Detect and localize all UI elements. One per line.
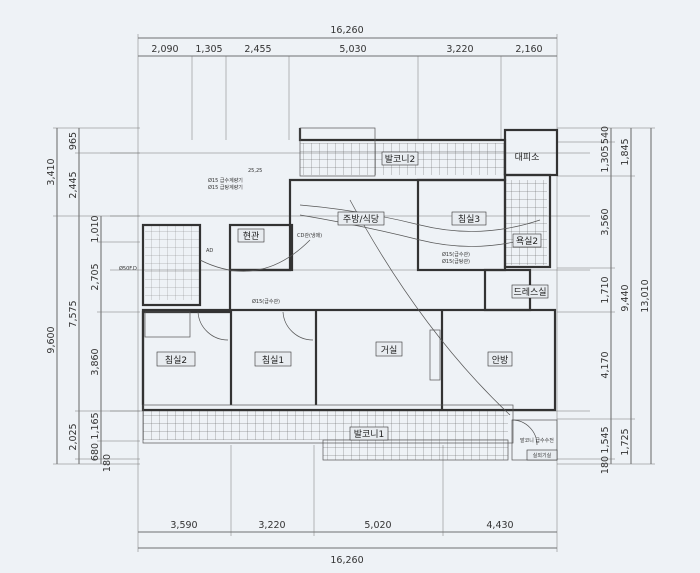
- room-dressroom: 드레스실: [513, 287, 546, 298]
- note: Ø15 급탕계량기: [208, 184, 243, 191]
- dim-left: 180: [102, 454, 113, 472]
- dim-left: 1,165: [90, 412, 101, 439]
- bath1-tiles: [145, 225, 200, 300]
- dim-right: 180: [600, 456, 611, 474]
- dim-top: 2,160: [515, 44, 542, 55]
- dim-right: 540: [600, 126, 611, 144]
- note: 발코니 급수수전: [520, 437, 554, 444]
- room-living: 거실: [381, 345, 398, 356]
- note: Ø15(급탕관): [442, 258, 470, 265]
- dim-bottom: 4,430: [486, 520, 513, 531]
- left-dimensions: 3,410 9,600 965 2,445 7,575 2,025 680 1,…: [46, 127, 140, 472]
- room-bedroom1: 침실1: [262, 355, 284, 366]
- dim-right: 1,545: [600, 426, 611, 453]
- dim-left: 3,410: [46, 158, 57, 185]
- dim-right: 1,710: [600, 276, 611, 303]
- note: Ø15 급수계량기: [208, 177, 243, 184]
- dim-top: 2,090: [151, 44, 178, 55]
- top-dimensions: 16,260 2,090 1,305 2,455 5,030 3,220 2,1…: [137, 25, 558, 500]
- dim-top-total: 16,260: [330, 25, 363, 36]
- dim-right: 3,560: [600, 208, 611, 235]
- note: Ø15(급수관): [442, 251, 470, 258]
- dim-right: 4,170: [600, 351, 611, 378]
- room-labels: 침실2 침실1 거실 안방 발코니1 발코니2 현관 주방/식당 침실3 욕실2…: [156, 151, 558, 461]
- dim-left: 2,445: [68, 171, 79, 198]
- dim-left: 680: [90, 443, 101, 461]
- room-bedroom3: 침실3: [458, 214, 480, 225]
- dim-bottom: 5,020: [364, 520, 391, 531]
- note: AD: [206, 248, 213, 254]
- annotations: 25,25 Ø15 급수계량기 Ø15 급탕계량기 CD관(냉매) Ø15(급수…: [119, 168, 554, 444]
- dim-top: 1,305: [195, 44, 222, 55]
- right-dimensions: 540 1,305 3,560 1,710 4,170 1,545 180 1,…: [557, 126, 655, 474]
- dim-top: 5,030: [339, 44, 366, 55]
- dim-left: 2,705: [90, 263, 101, 290]
- dim-right: 1,725: [620, 428, 631, 455]
- room-balcony2: 발코니2: [385, 154, 416, 165]
- note: Ø15(급수관): [252, 298, 280, 305]
- dim-top: 2,455: [244, 44, 271, 55]
- dim-top: 3,220: [446, 44, 473, 55]
- dim-right: 1,305: [600, 145, 611, 172]
- dim-left: 965: [68, 132, 79, 150]
- room-bath2: 욕실2: [516, 236, 538, 247]
- note: CD관(냉매): [297, 232, 322, 239]
- dim-right: 13,010: [640, 279, 651, 312]
- dim-left: 1,010: [90, 215, 101, 242]
- room-kitchen: 주방/식당: [343, 214, 379, 225]
- room-outdoor-unit: 실외기실: [533, 452, 552, 459]
- dim-right: 9,440: [620, 284, 631, 311]
- dim-left: 3,860: [90, 348, 101, 375]
- bath2-tiles: [505, 180, 547, 265]
- room-entrance: 현관: [243, 231, 260, 242]
- balcony1-tiles-left: [143, 410, 323, 440]
- room-bedroom2: 침실2: [165, 355, 187, 366]
- room-master: 안방: [492, 355, 509, 366]
- room-balcony1: 발코니1: [354, 429, 385, 440]
- note: Ø50F.D: [119, 265, 137, 272]
- dim-right: 1,845: [620, 138, 631, 165]
- room-shelter: 대피소: [515, 152, 540, 163]
- dim-bottom: 3,220: [258, 520, 285, 531]
- dim-left: 2,025: [68, 423, 79, 450]
- dim-bottom-total: 16,260: [330, 555, 363, 566]
- dim-left: 7,575: [68, 300, 79, 327]
- note: 25,25: [248, 168, 262, 174]
- dim-left: 9,600: [46, 326, 57, 353]
- dim-bottom: 3,590: [170, 520, 197, 531]
